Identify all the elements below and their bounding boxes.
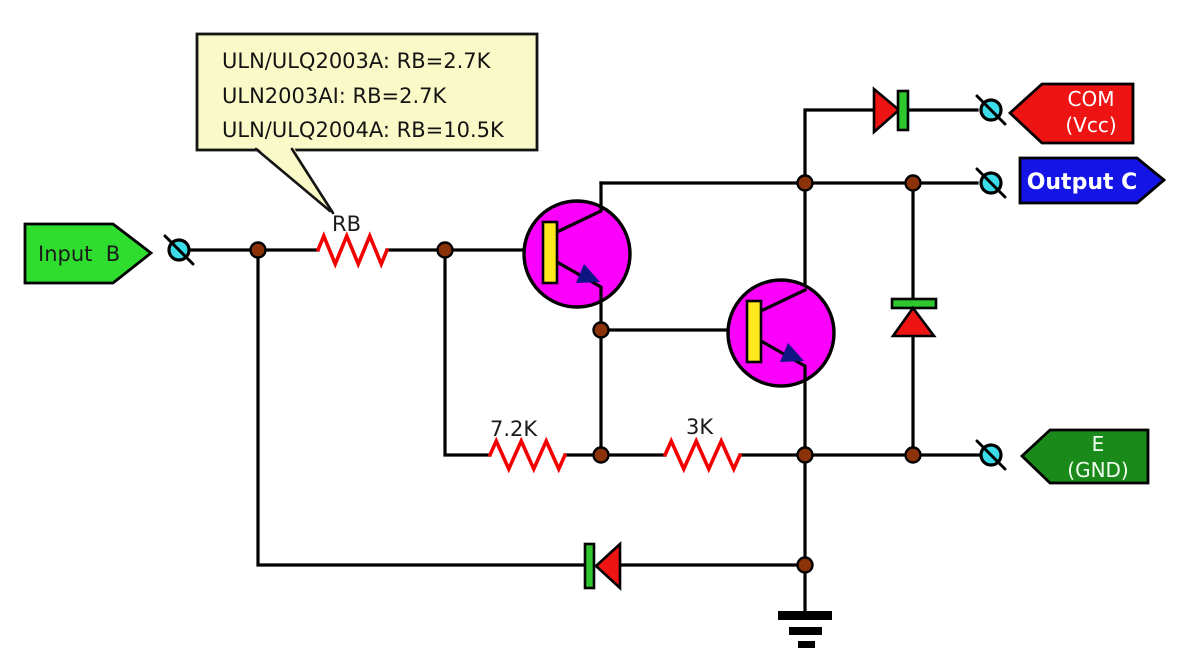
junction-dot <box>904 174 922 192</box>
flag-e-line2: (GND) <box>1067 458 1128 482</box>
junction-dot <box>592 321 610 339</box>
transistor-q1-body <box>522 199 632 309</box>
flag-com-line1: COM <box>1068 87 1115 111</box>
ground-bar-3 <box>798 641 815 648</box>
transistor-q2-body <box>726 278 836 388</box>
junction-dot <box>592 446 610 464</box>
diode-anode-triangle-icon <box>890 305 937 338</box>
flag-arrow-right-icon <box>1018 156 1167 205</box>
flag-e-line1: E <box>1092 432 1105 456</box>
resistor-3k <box>663 436 742 474</box>
wire <box>443 248 492 457</box>
label-7k2: 7.2K <box>490 417 538 441</box>
flag-output-label: Output C <box>1027 170 1138 195</box>
diode-cathode-bar-icon <box>890 297 938 310</box>
callout-line-2: ULN2003AI: RB=2.7K <box>222 84 448 108</box>
callout-tail-edge <box>290 147 335 215</box>
transistor-q2-base-bar <box>745 299 763 364</box>
junction-dot <box>436 241 454 259</box>
ground-bar-2 <box>789 627 822 635</box>
wire-q1-collector <box>554 181 603 235</box>
flag-arrow-left-icon <box>1019 428 1150 485</box>
terminal-slash-icon <box>163 234 195 266</box>
junction-dot <box>904 446 922 464</box>
flag-arrow-right-icon <box>23 222 154 285</box>
diode-cathode-bar-icon <box>583 542 596 590</box>
diode-emitter-to-output <box>890 297 938 338</box>
junction-dot <box>796 556 814 574</box>
wire-q2-collector <box>758 287 808 314</box>
wire-q2-emitter <box>758 338 807 567</box>
flag-input-b: Input B <box>23 222 154 285</box>
callout-box <box>195 32 539 152</box>
resistor-rb <box>316 231 389 269</box>
terminal-slash-icon <box>975 439 1007 471</box>
transistor-q1-npn <box>522 181 632 457</box>
terminal-slash-icon <box>975 94 1007 126</box>
junction-dot <box>796 446 814 464</box>
label-rb: RB <box>332 212 361 236</box>
wire <box>803 108 878 185</box>
flag-com-line2: (Vcc) <box>1065 113 1116 137</box>
wire <box>256 248 586 567</box>
callout-line-1: ULN/ULQ2003A: RB=2.7K <box>222 49 492 73</box>
terminal-slash-icon <box>975 167 1007 199</box>
terminal-e <box>975 439 1007 471</box>
diode-anode-triangle-icon <box>594 541 622 591</box>
ground-icon <box>778 611 832 648</box>
callout-note: ULN/ULQ2003A: RB=2.7K ULN2003AI: RB=2.7K… <box>195 32 539 215</box>
wires <box>190 108 980 614</box>
resistor-7k2 <box>488 436 567 474</box>
emitter-arrow-icon <box>780 343 804 362</box>
junction-dot <box>796 174 814 192</box>
diode-collector-to-com <box>872 86 910 135</box>
callout-line-3: ULN/ULQ2004A: RB=10.5K <box>222 118 505 142</box>
resistors <box>316 231 742 474</box>
diode-anode-triangle-icon <box>872 86 901 135</box>
label-3k: 3K <box>686 415 714 439</box>
diode-input-clamp <box>583 541 622 591</box>
flag-output-c: Output C <box>1018 156 1167 205</box>
callout-tail-edge <box>254 147 332 213</box>
wire-q1-emitter <box>554 259 603 457</box>
transistor-q1-base-bar <box>541 220 559 285</box>
flag-arrow-left-icon <box>1007 82 1135 145</box>
flag-input-label: Input B <box>38 242 120 266</box>
junction-dots <box>249 174 922 574</box>
flag-com-vcc: COM (Vcc) <box>1007 82 1135 145</box>
terminal-input <box>163 234 195 266</box>
junction-dot <box>249 241 267 259</box>
ground-bar-1 <box>778 611 832 620</box>
emitter-arrow-icon <box>576 264 600 283</box>
diode-cathode-bar-icon <box>896 89 910 132</box>
terminal-output <box>975 167 1007 199</box>
transistor-q2-npn <box>726 278 836 567</box>
terminal-com <box>975 94 1007 126</box>
flag-e-gnd: E (GND) <box>1019 428 1150 485</box>
